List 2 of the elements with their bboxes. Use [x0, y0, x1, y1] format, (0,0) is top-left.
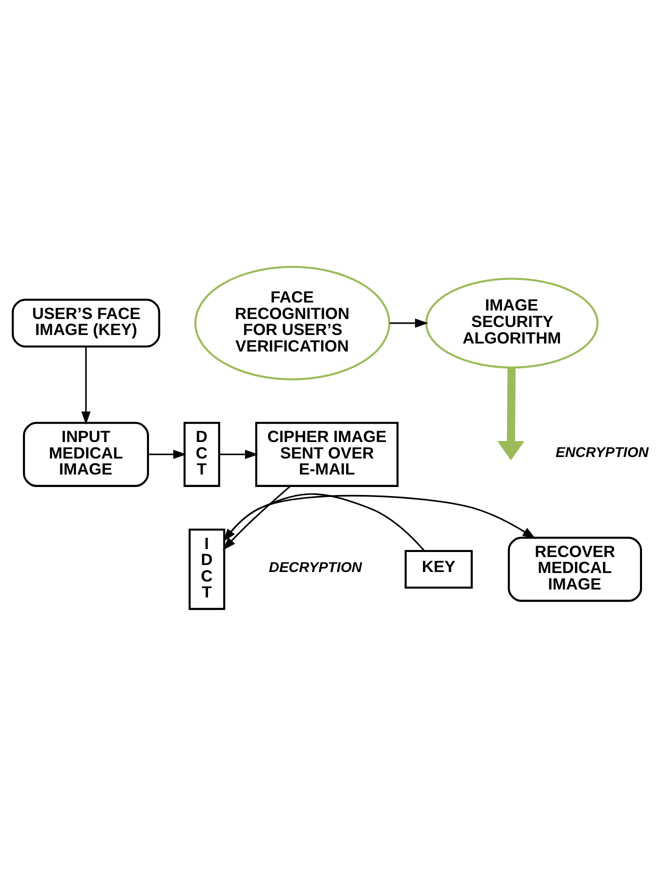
label: ENCRYPTION	[556, 444, 649, 461]
label: DECRYPTION	[268, 560, 362, 576]
